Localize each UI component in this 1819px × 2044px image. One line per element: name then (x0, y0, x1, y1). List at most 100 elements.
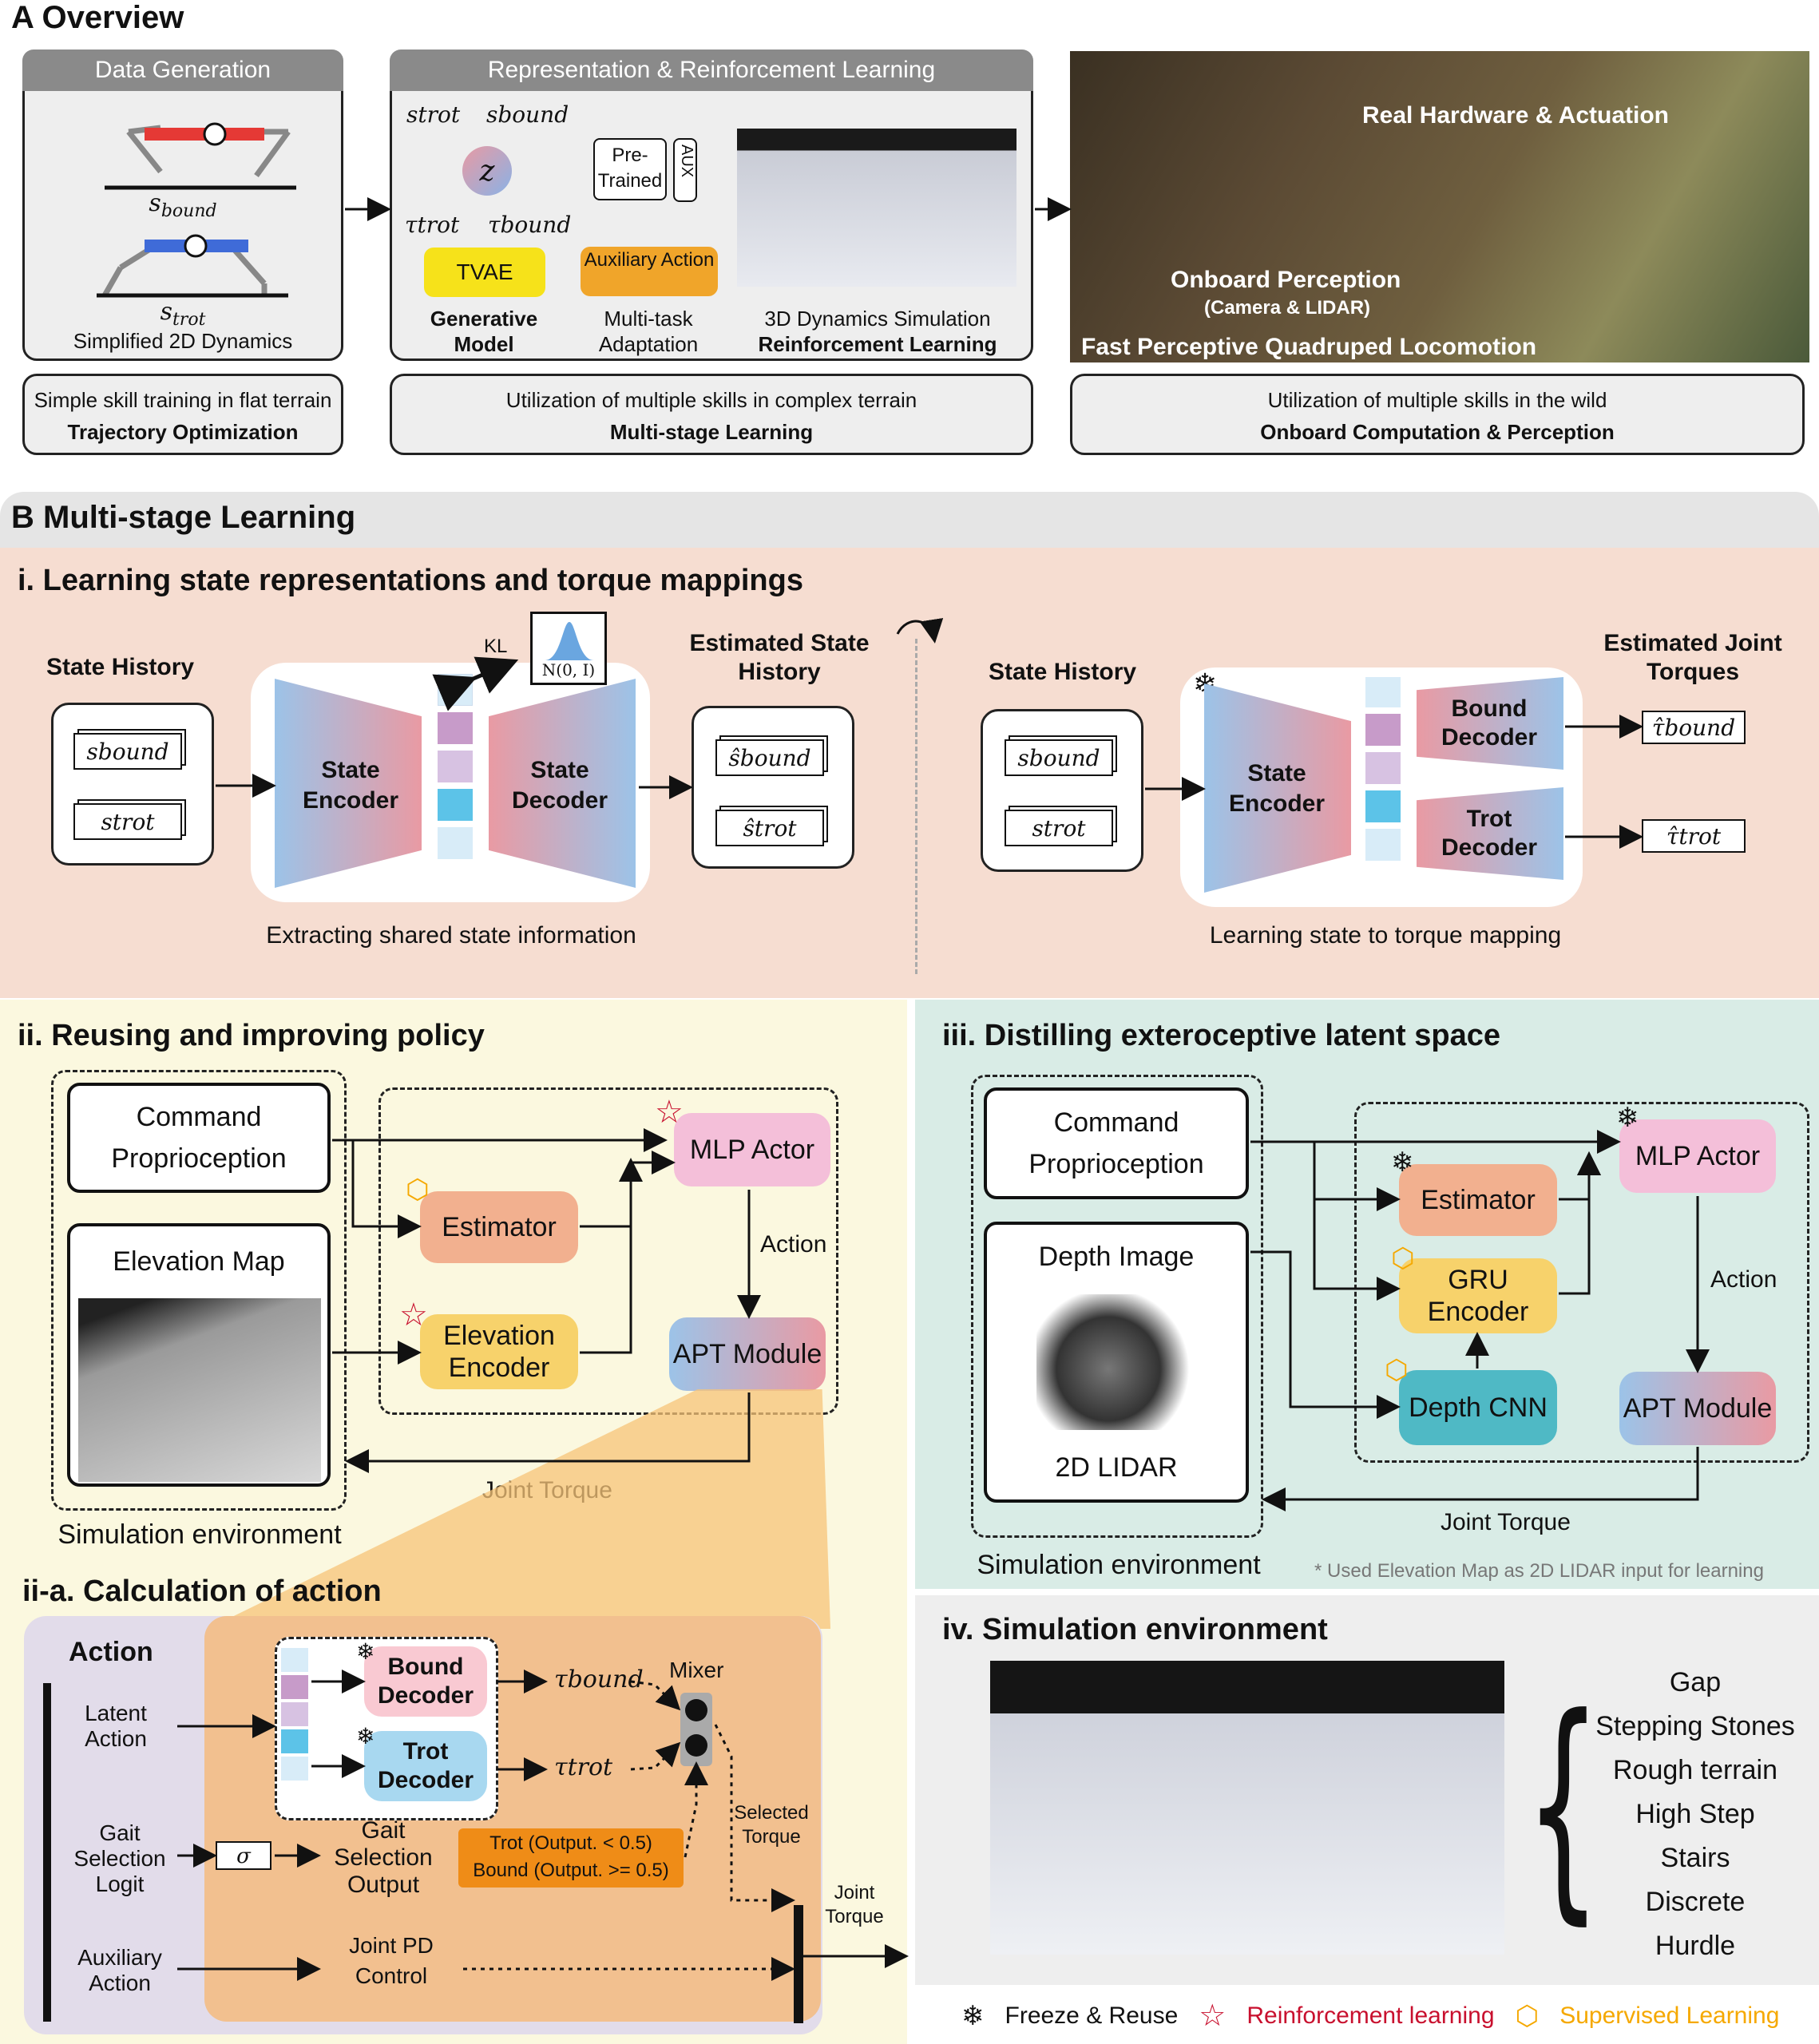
legend: ❄ Freeze & Reuse ☆ Reinforcement learnin… (961, 1998, 1816, 2034)
joint-torque-label-iii: Joint Torque (1441, 1509, 1571, 1535)
mixer-switch (680, 1693, 712, 1766)
latent-z-circle: z (462, 146, 512, 196)
representation-rl-header: Representation & Reinforcement Learning (390, 50, 1033, 91)
a-bottom-box-2: Utilization of multiple skills in comple… (390, 374, 1033, 455)
data-generation-caption: Simplified 2D Dynamics (73, 329, 293, 353)
elevation-map-box: Elevation Map (67, 1223, 331, 1487)
real-robot-photo: Real Hardware & Actuation Onboard Percep… (1070, 51, 1809, 362)
onboard-perception-sub: (Camera & LIDAR) (1204, 297, 1371, 319)
sim-environment-image (990, 1661, 1504, 1955)
state-decoder-label: State Decoder (511, 757, 608, 814)
s-trot-stack-left: strot (73, 803, 182, 840)
s-bound-stack-right: sbound (1005, 739, 1113, 776)
state-encoder-label: State Encoder (302, 757, 399, 814)
trot-decoder-label: Trot Decoder (1441, 806, 1538, 861)
apt-module-node-ii: APT Module (669, 1317, 826, 1391)
rl-star-icon-mlp: ☆ (655, 1095, 684, 1130)
sim-env-label-ii: Simulation environment (57, 1519, 342, 1550)
state-encoder-trapezoid (275, 679, 422, 888)
s-hat-trot-stack: ŝtrot (715, 810, 824, 846)
trot-decoder-trapezoid (1417, 787, 1563, 880)
panel-b-header-band (0, 492, 1819, 548)
state-encoder-label-right: State Encoder (1228, 760, 1326, 817)
terrain-hurdle: Hurdle (1655, 1931, 1736, 1961)
estimator-node-iii: Estimator (1399, 1164, 1557, 1236)
state-history-label-left: State History (46, 654, 195, 680)
sim-snapshot-image (737, 129, 1016, 287)
policy-dashed-ii (378, 1087, 838, 1415)
divider-dashed (915, 639, 917, 974)
terrain-discrete: Discrete (1645, 1887, 1746, 1917)
freeze-legend-icon: ❄ (961, 2000, 985, 2031)
real-hardware-label: Real Hardware & Actuation (1362, 102, 1669, 129)
estimator-node-ii: Estimator (420, 1191, 578, 1263)
tau-hat-bound-box: τ̂bound (1642, 711, 1746, 744)
depth-lidar-box: Depth Image 2D LIDAR (984, 1222, 1249, 1503)
freeze-icon-estimator-iii: ❄ (1391, 1147, 1414, 1178)
sim-env-dashed-ii (51, 1070, 347, 1511)
section-ii-title: ii. Reusing and improving policy (18, 1019, 485, 1052)
s-trot-label: strot (160, 298, 206, 330)
latent-vector-right (1365, 677, 1401, 886)
s-bound-math: sbound (486, 101, 569, 128)
panel-a-title: A Overview (11, 0, 184, 35)
rl-legend-icon: ☆ (1199, 1999, 1227, 2033)
sl-hexagon-icon-estimator: ⬡ (406, 1175, 430, 1205)
s-trot-stack-right: strot (1005, 810, 1113, 846)
terrain-stepping-stones: Stepping Stones (1595, 1711, 1795, 1741)
terrain-brace: { (1525, 1666, 1602, 1945)
elevation-encoder-node: Elevation Encoder (420, 1314, 578, 1389)
terrain-list: Gap Stepping Stones Rough terrain High S… (1579, 1661, 1811, 1968)
a-bottom-box-1: Simple skill training in flat terrain Tr… (22, 374, 343, 455)
action-label-ii: Action (760, 1231, 827, 1258)
terrain-gap: Gap (1669, 1667, 1722, 1697)
apt-module-node-iii: APT Module (1619, 1372, 1776, 1445)
caption-torque-mapping: Learning state to torque mapping (1209, 922, 1562, 949)
gru-encoder-node: GRU Encoder (1399, 1258, 1557, 1333)
action-label-iii: Action (1710, 1266, 1777, 1293)
caption-shared-state: Extracting shared state information (266, 922, 636, 949)
selected-torque-label: Selected Torque (734, 1802, 809, 1848)
estimated-state-history-label: Estimated State History (689, 630, 870, 685)
elevation-map-image (78, 1298, 321, 1482)
mlp-actor-node-iii: MLP Actor (1619, 1119, 1776, 1193)
depth-cnn-node: Depth CNN (1399, 1370, 1557, 1445)
policy-dashed-iii (1354, 1102, 1809, 1463)
output-bar (794, 1905, 803, 2023)
panel-b-title: B Multi-stage Learning (11, 500, 356, 535)
gait-selection-output-label: Gait Selection Output (334, 1817, 433, 1898)
gait-rule-box: Trot (Output. < 0.5)Bound (Output. >= 0.… (458, 1828, 684, 1888)
bound-decoder-trapezoid (1417, 677, 1563, 770)
gait-logit-label: Gait Selection Logit (73, 1820, 166, 1896)
joint-torque-out-label: Joint Torque (825, 1882, 884, 1927)
freeze-icon-bound: ❄ (356, 1639, 375, 1664)
section-i-title: i. Learning state representations and to… (18, 564, 803, 597)
bound-decoder-label: Bound Decoder (1441, 695, 1538, 751)
s-hat-bound-stack: ŝbound (715, 739, 824, 776)
section-iv-title: iv. Simulation environment (942, 1613, 1328, 1646)
data-generation-box: Data Generation sbound strot Simplified … (22, 50, 343, 361)
bound-decoder-node-iia: Bound Decoder (364, 1646, 487, 1717)
s-bound-label: sbound (149, 189, 217, 221)
tvae-badge: TVAE (424, 248, 545, 297)
onboard-perception-label: Onboard Perception (1171, 267, 1401, 293)
kl-label: KL (484, 636, 508, 657)
simplified-robot-sketch (97, 122, 296, 298)
sim-env-dashed-iii (971, 1075, 1263, 1538)
auxiliary-action-badge: Auxiliary Action (581, 247, 718, 296)
tau-hat-trot-box: τ̂trot (1642, 819, 1746, 853)
latent-action-label: Latent Action (85, 1701, 147, 1751)
sensor-image (1036, 1294, 1196, 1430)
tau-bound-iia: τbound (554, 1666, 644, 1693)
state-encoder-trapezoid-right (1204, 683, 1351, 893)
mixer-label: Mixer (669, 1658, 724, 1682)
tau-bound-math: τbound (488, 212, 572, 238)
state-decoder-trapezoid (489, 679, 636, 888)
estimated-torques-label: Estimated Joint Torques (1603, 630, 1782, 685)
terrain-rough: Rough terrain (1612, 1755, 1777, 1785)
